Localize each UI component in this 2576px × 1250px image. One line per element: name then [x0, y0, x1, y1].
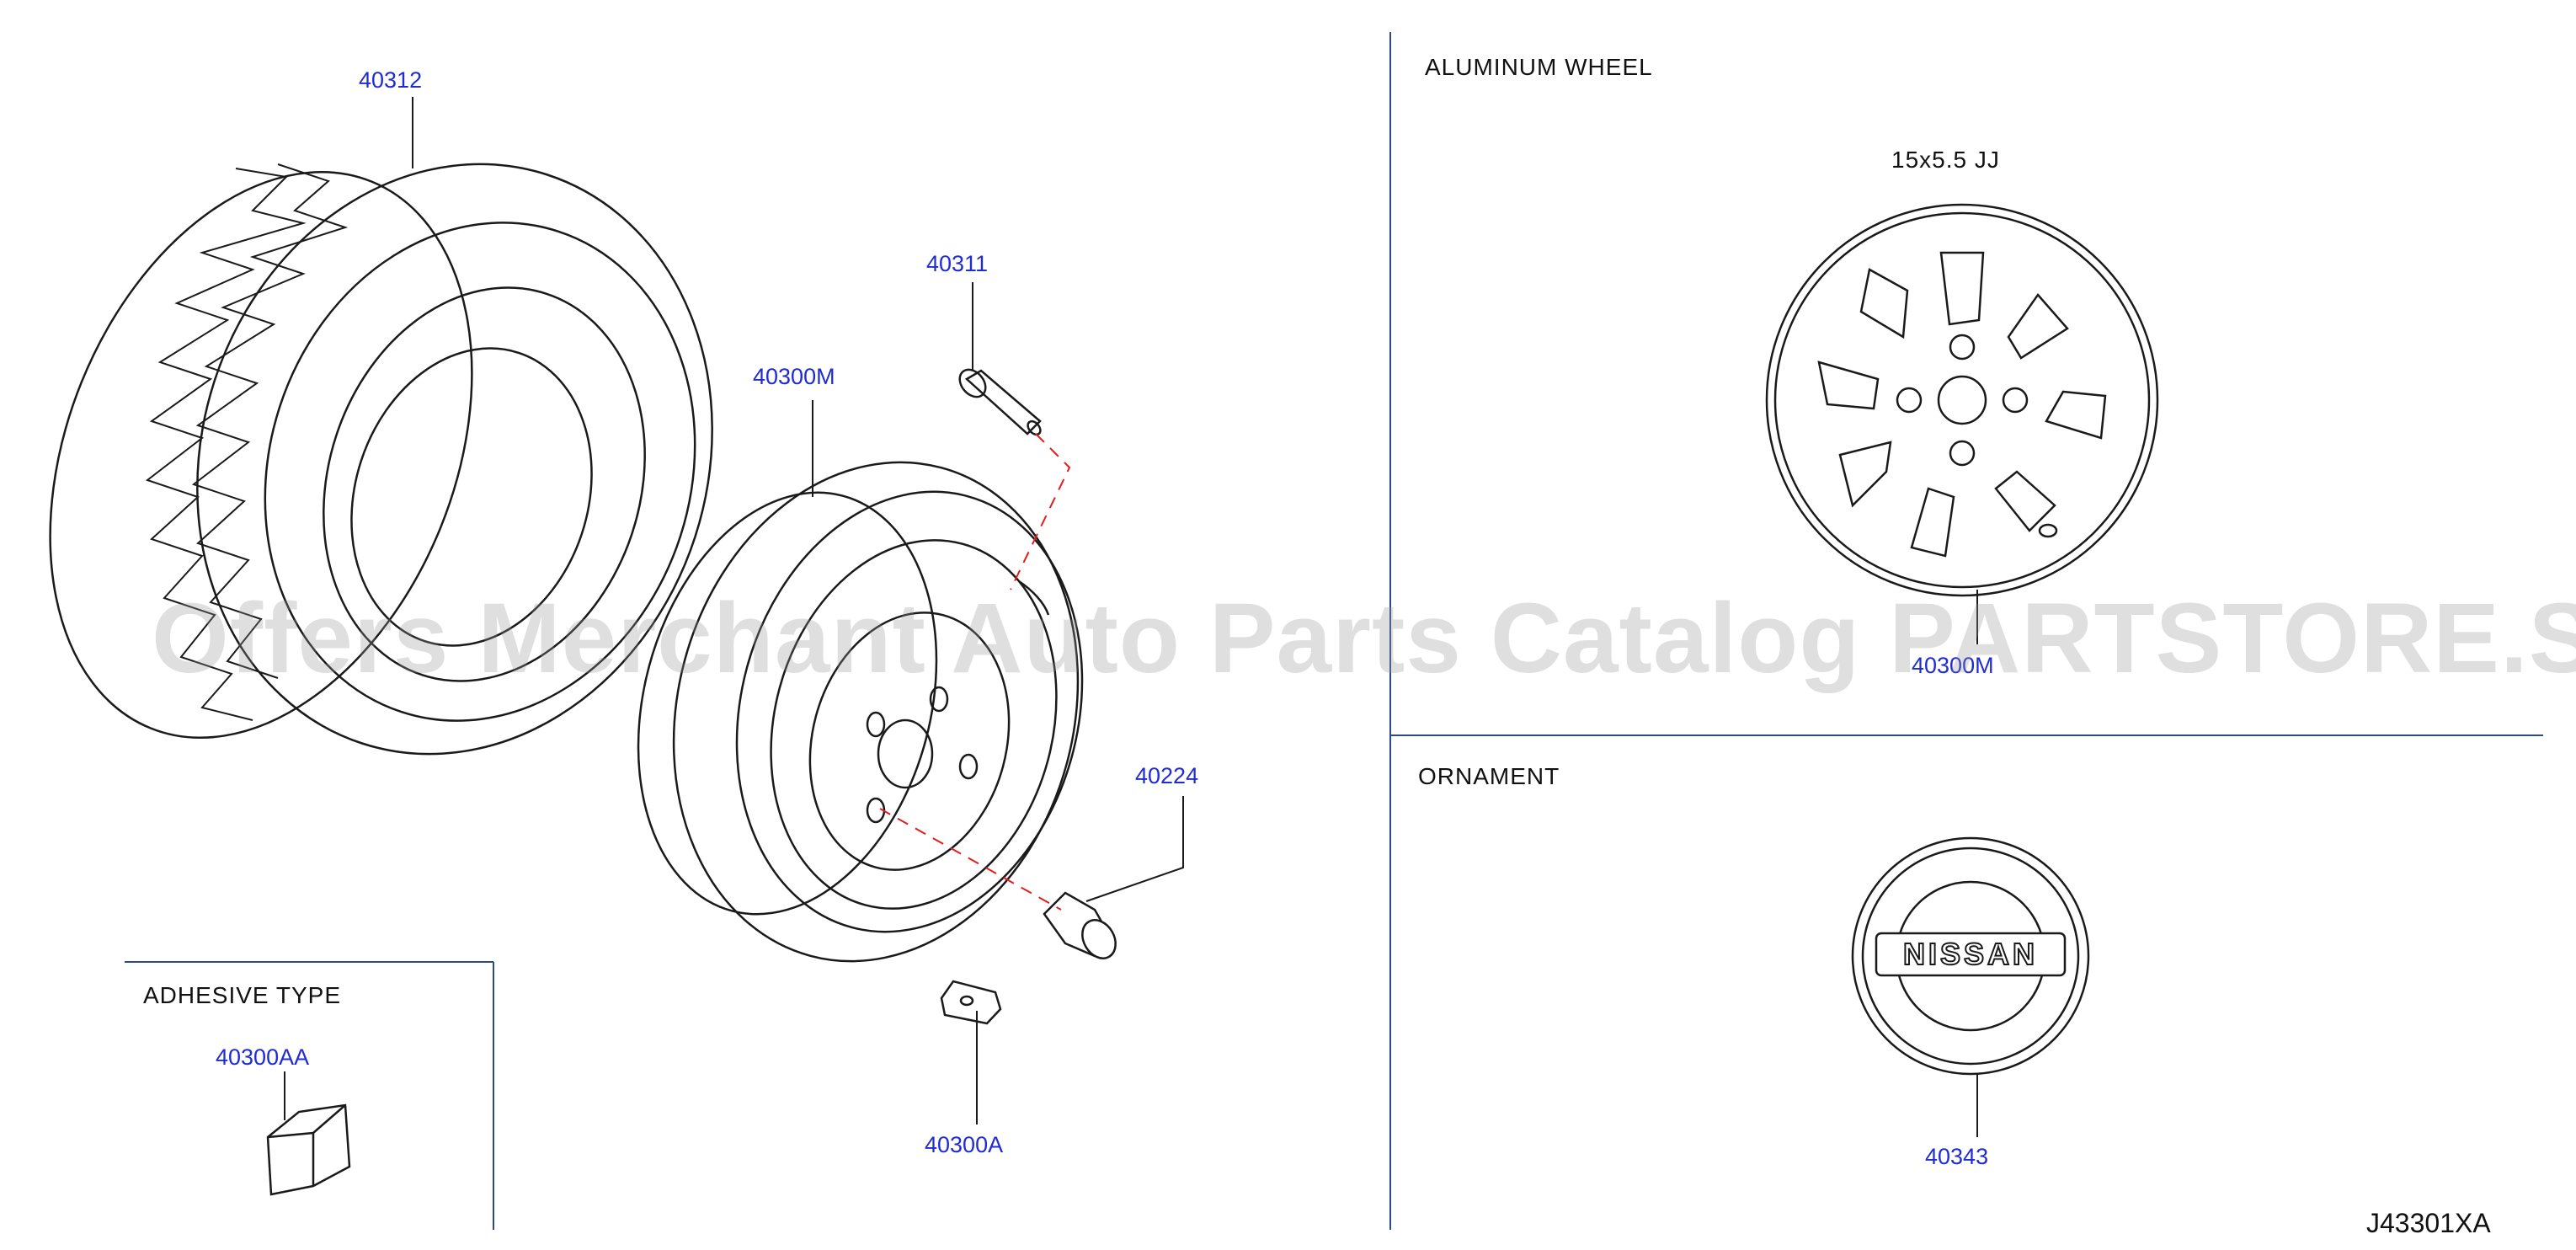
part-number-adhesive-weight[interactable]: 40300AA: [216, 1044, 310, 1070]
section-label-adhesive-type: ADHESIVE TYPE: [143, 982, 342, 1008]
part-number-lug-nut[interactable]: 40224: [1135, 763, 1199, 788]
section-dividers: [125, 32, 2543, 1230]
alloy-wheel-illustration[interactable]: [1765, 203, 2159, 597]
wheel-size-label: 15x5.5 JJ: [1891, 147, 2000, 173]
watermark: Offers Merchant Auto Parts Catalog PARTS…: [152, 583, 2576, 694]
steel-wheel-illustration[interactable]: [594, 416, 1133, 1007]
adhesive-weight-illustration[interactable]: [266, 1103, 351, 1196]
part-number-alloy-wheel[interactable]: 40300M: [1912, 653, 1994, 678]
part-number-balance-weight[interactable]: 40300A: [925, 1132, 1004, 1157]
part-number-ornament[interactable]: 40343: [1925, 1144, 1989, 1169]
part-number-tire[interactable]: 40312: [359, 67, 423, 93]
valve-illustration[interactable]: [954, 365, 1043, 437]
tire-illustration[interactable]: [0, 97, 787, 822]
part-number-valve[interactable]: 40311: [926, 251, 989, 276]
ornament-illustration[interactable]: [1851, 836, 2090, 1076]
leader-lines: [284, 97, 1978, 1137]
section-label-ornament: ORNAMENT: [1418, 763, 1560, 789]
section-label-aluminum-wheel: ALUMINUM WHEEL: [1425, 54, 1653, 80]
dashed-leaders: [879, 433, 1071, 911]
diagram-code: J43301XA: [2366, 1208, 2491, 1238]
part-number-steel-wheel[interactable]: 40300M: [753, 364, 835, 389]
balance-weight-illustration[interactable]: [940, 980, 1002, 1025]
ornament-brand-text: NISSAN: [1902, 936, 2039, 972]
lug-nut-illustration[interactable]: [1043, 891, 1123, 964]
